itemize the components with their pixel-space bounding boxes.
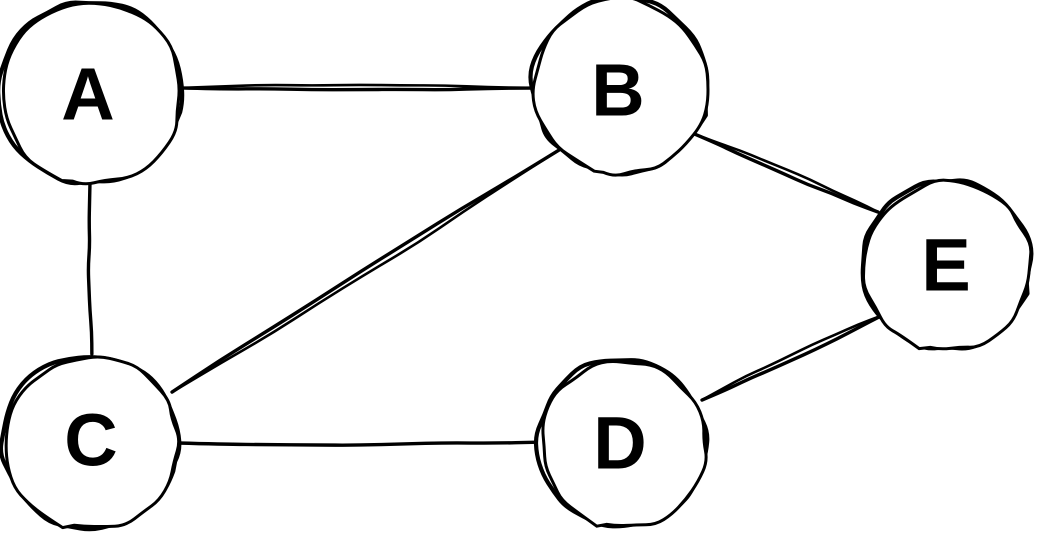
- node-c[interactable]: C: [0, 355, 182, 532]
- edge-a-b[interactable]: [178, 83, 535, 92]
- node-b[interactable]: B: [528, 0, 710, 177]
- edge-line-retrace: [700, 314, 883, 402]
- node-label-e: E: [921, 224, 970, 307]
- edge-line-retrace: [170, 148, 561, 394]
- edge-d-e[interactable]: [700, 314, 883, 402]
- node-a[interactable]: A: [0, 0, 185, 186]
- node-circle-retrace: [862, 178, 1033, 351]
- node-label-d: D: [593, 402, 646, 485]
- node-d[interactable]: D: [533, 358, 710, 529]
- node-circle-retrace: [4, 355, 181, 530]
- edge-line-primary: [86, 178, 94, 356]
- edge-b-e[interactable]: [690, 131, 880, 214]
- node-label-c: C: [64, 399, 117, 482]
- node-circle-retrace: [541, 360, 708, 528]
- edge-line-primary: [178, 86, 535, 92]
- edge-b-c[interactable]: [170, 148, 561, 394]
- edge-line-primary: [170, 148, 561, 394]
- edge-c-d[interactable]: [176, 440, 540, 447]
- node-circle-retrace: [1, 1, 181, 186]
- node-circle-retrace: [531, 0, 710, 177]
- node-e[interactable]: E: [860, 178, 1034, 351]
- edge-line-primary: [690, 131, 880, 214]
- edge-line-primary: [176, 440, 540, 447]
- edge-a-c[interactable]: [86, 178, 94, 356]
- node-label-a: A: [61, 53, 114, 136]
- edge-line-retrace: [178, 83, 535, 90]
- edge-line-retrace: [690, 131, 880, 214]
- edge-line-primary: [700, 314, 883, 402]
- edges-layer: [86, 83, 883, 447]
- node-label-b: B: [591, 49, 644, 132]
